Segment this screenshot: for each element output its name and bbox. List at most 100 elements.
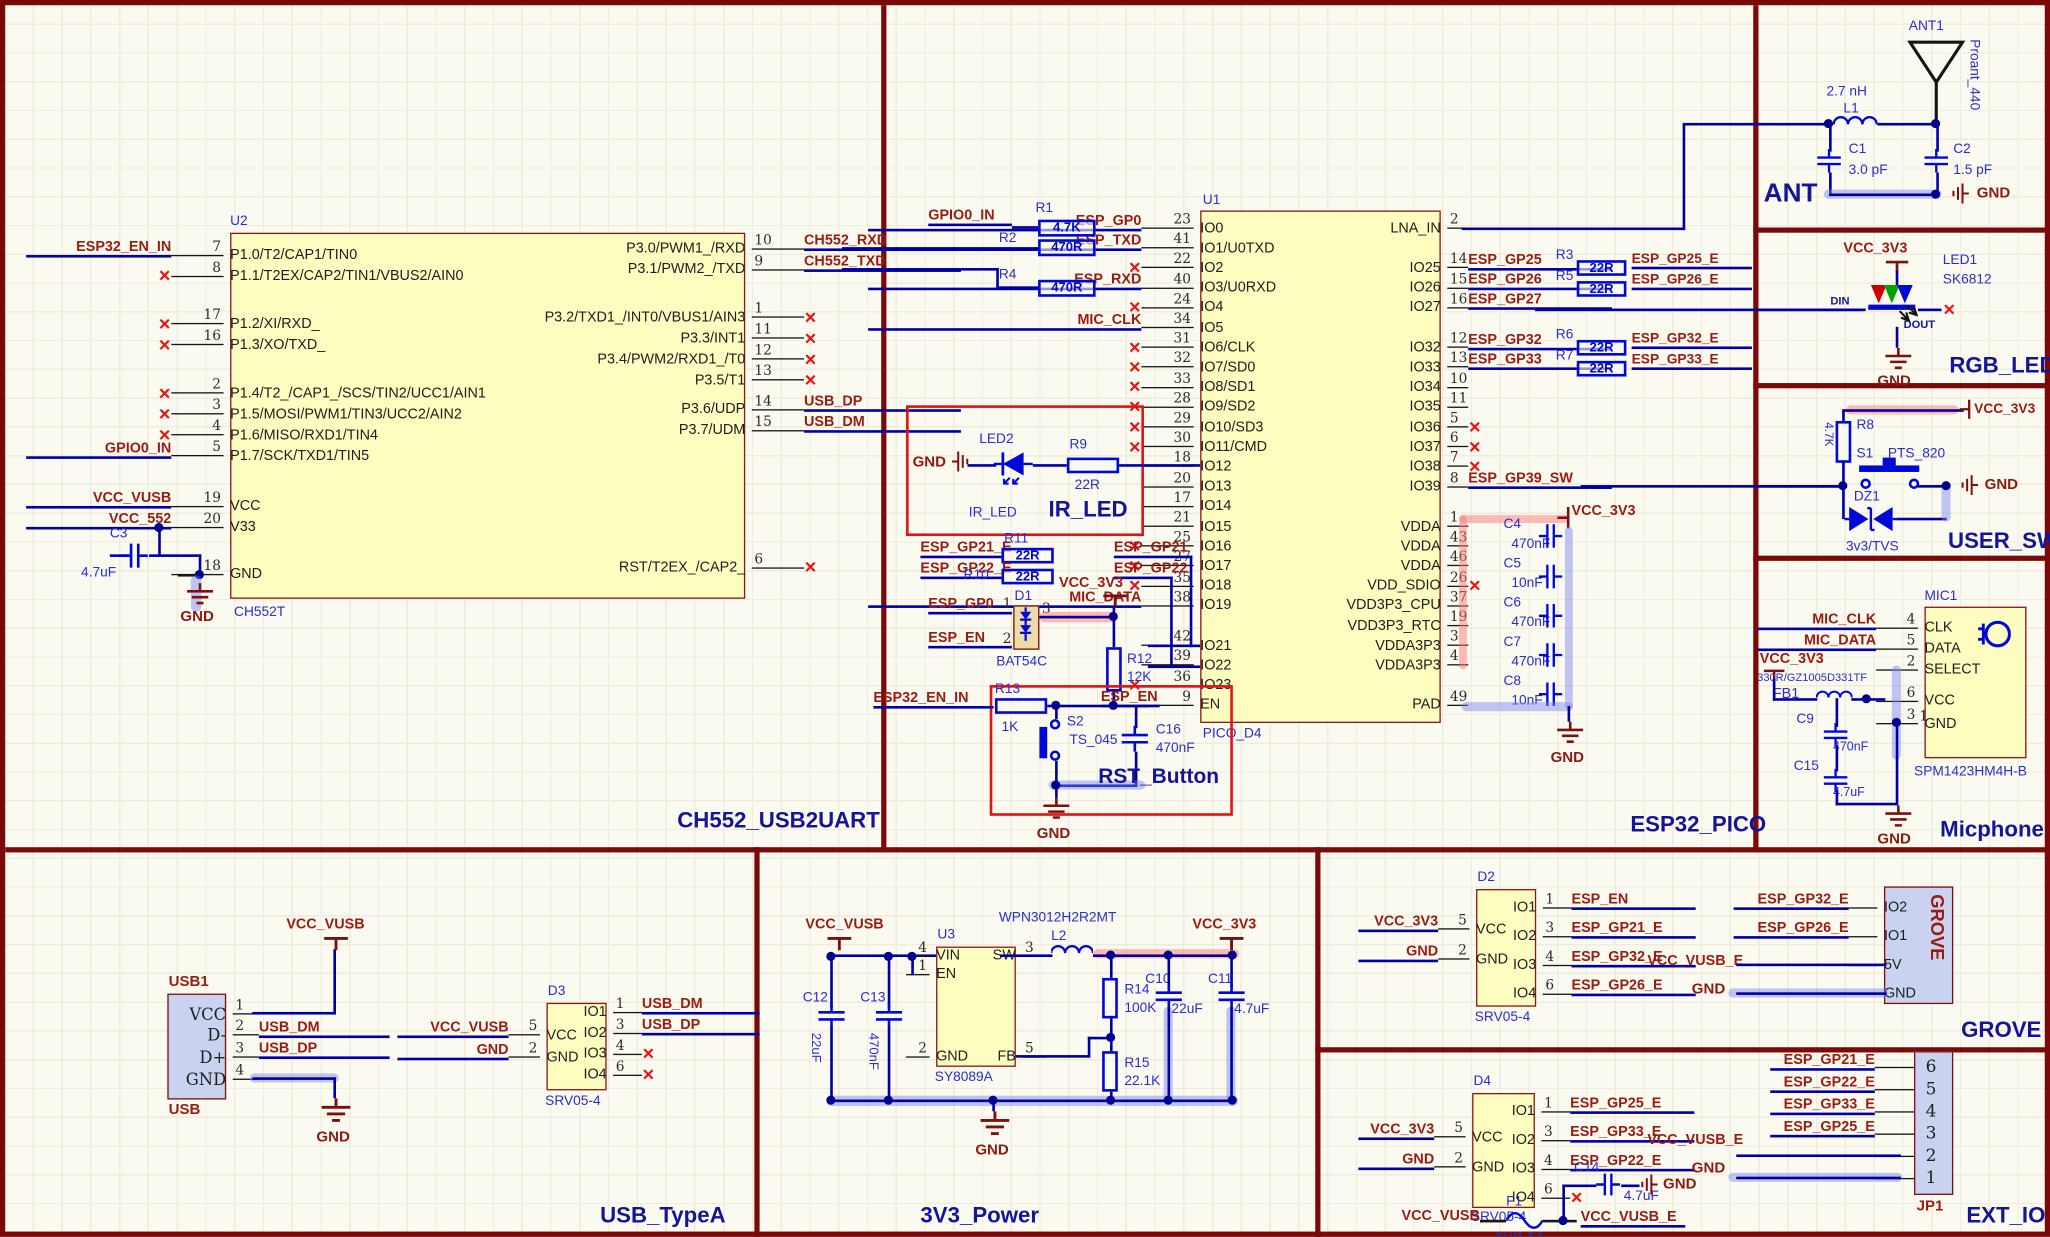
u1-esp32-body[interactable] [1200,210,1441,723]
r1-resistor[interactable]: 4.7K [1038,219,1096,237]
d3-body[interactable] [546,1002,607,1091]
d2-body[interactable] [1476,889,1537,1007]
d4-body[interactable] [1472,1092,1535,1209]
r11-resistor[interactable]: 22R [1001,547,1054,564]
grove-connector-body[interactable] [1883,886,1954,1005]
usb1-body[interactable] [167,993,227,1100]
r3-resistor[interactable]: 22R [1576,260,1627,276]
switch-nub[interactable] [1882,457,1896,466]
r14-resistor[interactable] [1102,977,1118,1019]
r4-resistor[interactable]: 470R [1038,279,1096,297]
switch-contact[interactable] [1860,478,1871,489]
r8-resistor[interactable] [1835,420,1852,463]
r13-resistor[interactable] [994,698,1048,714]
r9-resistor[interactable] [1066,457,1120,474]
switch-bar[interactable] [1859,465,1920,472]
jp1-body[interactable] [1914,1051,1954,1195]
button-actuator[interactable] [1039,726,1048,759]
r10-resistor[interactable]: 22R [1001,568,1054,585]
r2-resistor[interactable]: 470R [1038,239,1096,257]
r15-resistor[interactable] [1102,1051,1118,1092]
r6-resistor[interactable]: 22R [1576,339,1627,356]
u2-ch552-body[interactable] [230,232,746,599]
pin-row[interactable]: RST/T2EX_/CAP2_6✕ [412,551,961,578]
switch-contact[interactable] [1908,478,1920,489]
button-contact[interactable] [1049,750,1061,761]
